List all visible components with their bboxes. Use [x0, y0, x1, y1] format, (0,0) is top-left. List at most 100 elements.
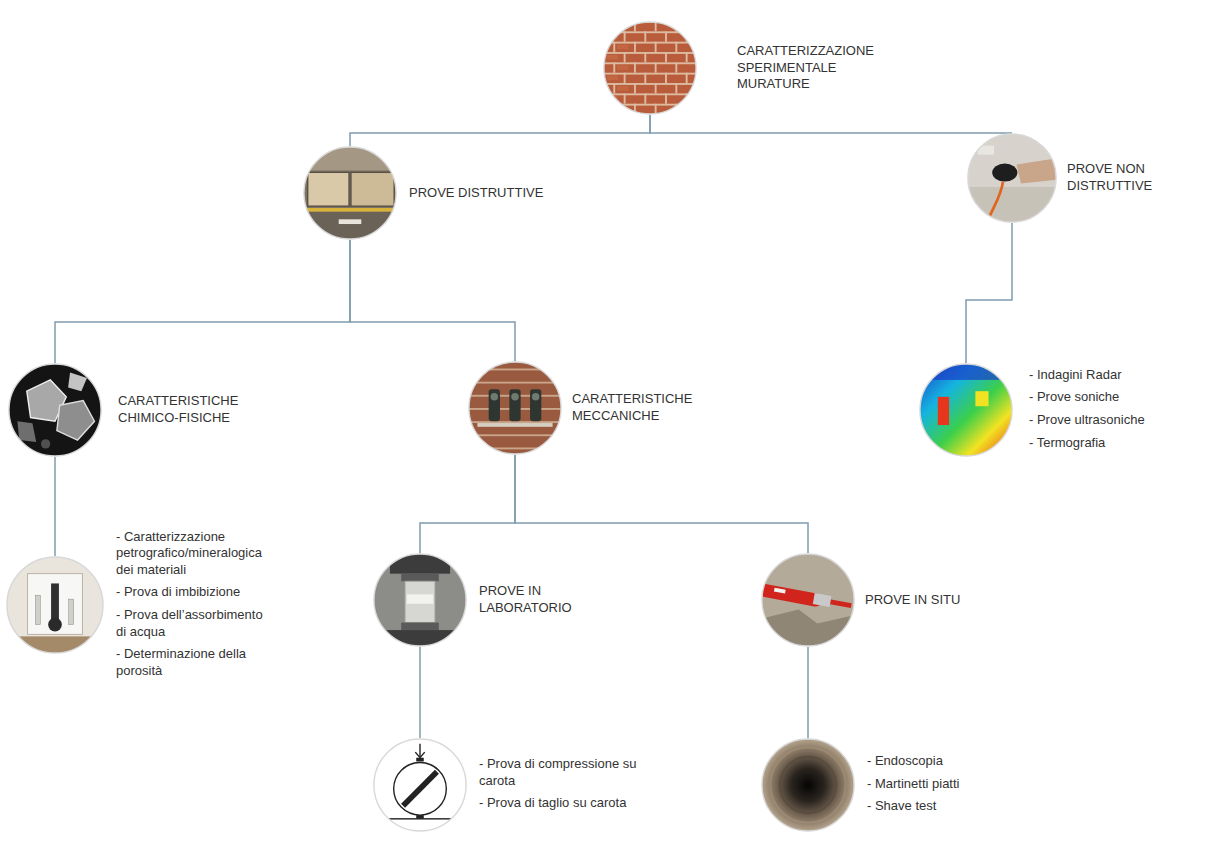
list-item: - Indagini Radar — [1029, 367, 1204, 384]
tree-connector — [419, 647, 421, 738]
text-column: - Prova di compressione su carota- Prova… — [479, 754, 639, 816]
tree-connector — [55, 240, 350, 363]
illustration-part — [655, 83, 657, 93]
photo-circle — [373, 738, 467, 832]
text-column: CARATTERISTICHE CHIMICO-FISICHE — [118, 393, 253, 426]
illustration-part — [468, 369, 562, 371]
category-label: PROVE DISTRUTTIVE — [409, 185, 559, 202]
illustration-part — [373, 553, 467, 647]
list-item: - Martinetti piatti — [867, 776, 987, 793]
illustration-part — [655, 62, 657, 72]
illustration-part — [665, 31, 667, 41]
illustration-part — [419, 744, 420, 757]
illustration-part — [603, 42, 697, 44]
illustration-part — [634, 42, 636, 52]
list-item: - Prova dell’assorbimento di acqua — [116, 607, 274, 640]
illustration-part — [509, 389, 520, 421]
illustration-part — [613, 62, 615, 72]
illustration-part — [919, 363, 1013, 457]
list-item: - Endoscopia — [867, 753, 987, 770]
illustration-part — [696, 21, 697, 31]
illustration-part — [761, 738, 855, 832]
category-node: CARATTERISTICHE MECCANICHE — [468, 361, 707, 455]
illustration-part — [634, 21, 636, 31]
illustration-part — [382, 819, 457, 832]
illustration-part — [57, 401, 95, 440]
illustration-part — [761, 553, 855, 647]
illustration-part — [489, 389, 500, 421]
illustration-part — [603, 31, 605, 41]
photo-circle — [6, 556, 104, 654]
list-item: - Determinazione della porosità — [116, 646, 274, 679]
illustration-part — [607, 55, 618, 60]
illustration-part — [967, 133, 1057, 223]
illustration-part — [35, 595, 40, 624]
illustration-part — [696, 83, 697, 93]
illustration-part — [665, 52, 667, 62]
illustration-part — [624, 31, 626, 41]
illustration-part — [665, 93, 667, 103]
illustration-part — [8, 363, 102, 457]
illustration-part — [69, 599, 74, 624]
text-column: CARATTERISTICHE MECCANICHE — [572, 391, 707, 424]
illustration-part — [617, 86, 628, 91]
illustration-part — [469, 362, 561, 454]
illustration-part — [48, 618, 62, 632]
illustration-part — [7, 557, 103, 653]
illustration-part — [696, 42, 697, 52]
text-column: - Caratterizzazione petrografico/mineral… — [116, 527, 274, 684]
illustration-part — [624, 73, 626, 83]
illustration-part — [603, 83, 697, 85]
illustration-part — [407, 776, 441, 810]
photo-circle — [603, 21, 697, 115]
illustration-part — [468, 434, 562, 436]
list-node: - Endoscopia- Martinetti piatti- Shave t… — [761, 738, 987, 832]
illustration-part — [675, 42, 677, 52]
illustration-part — [6, 556, 104, 654]
photo-circle — [761, 553, 855, 647]
illustration-part — [28, 574, 83, 635]
illustration-part — [468, 361, 562, 455]
list-item: - Caratterizzazione petrografico/mineral… — [116, 529, 274, 579]
category-node: CARATTERISTICHE CHIMICO-FISICHE — [8, 363, 253, 457]
illustration-part — [644, 93, 646, 103]
illustration-part — [603, 114, 605, 115]
illustration-part — [407, 594, 433, 603]
illustration-part — [761, 738, 855, 832]
illustration-part — [624, 93, 626, 103]
illustration-part — [603, 104, 697, 106]
illustration-part — [9, 364, 101, 456]
tree-connector — [54, 457, 56, 556]
illustration-part — [813, 593, 832, 607]
illustration-part — [468, 447, 562, 449]
illustration-part — [975, 391, 988, 406]
illustration-part — [416, 758, 424, 762]
illustration-part — [401, 623, 439, 631]
illustration-part — [761, 553, 855, 647]
list-item: - Prova di taglio su carota — [479, 795, 639, 812]
illustration-part — [6, 556, 104, 654]
illustration-part — [17, 421, 36, 442]
illustration-part — [920, 364, 1012, 456]
illustration-part — [394, 762, 447, 815]
photo-circle — [919, 363, 1013, 457]
text-column: PROVE IN LABORATORIO — [479, 583, 579, 616]
illustration-part — [390, 553, 450, 574]
illustration-part — [686, 52, 688, 62]
category-node: PROVE IN LABORATORIO — [373, 553, 579, 647]
photo-circle — [967, 133, 1057, 223]
illustration-part — [762, 554, 854, 646]
illustration-part — [644, 31, 646, 41]
illustration-part — [530, 389, 541, 421]
illustration-part — [303, 146, 397, 240]
illustration-part — [468, 361, 562, 455]
illustration-part — [686, 73, 688, 83]
category-node: PROVE IN SITU — [761, 553, 985, 647]
photo-circle — [8, 363, 102, 457]
photo-circle — [373, 553, 467, 647]
illustration-part — [308, 172, 349, 206]
illustration-part — [624, 52, 626, 62]
illustration-part — [774, 588, 786, 594]
illustration-part — [675, 83, 677, 93]
